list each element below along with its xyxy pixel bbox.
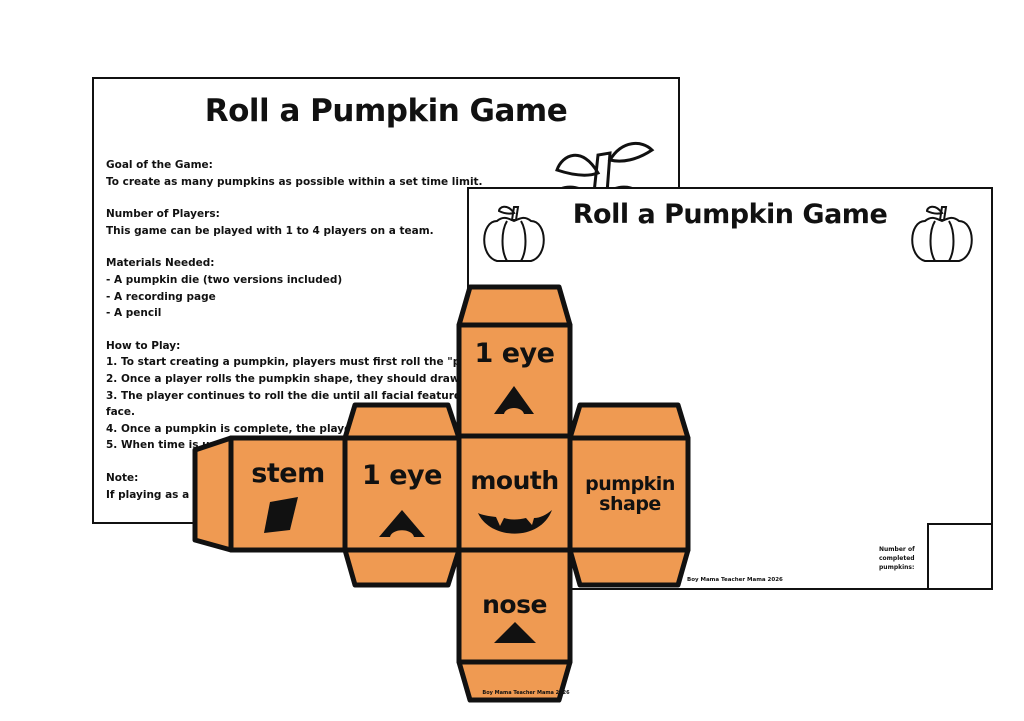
completed-count-label: Number of completed pumpkins: [879, 546, 915, 571]
die-face-left [342, 435, 462, 553]
die-label-top: 1 eye [474, 338, 555, 369]
die-tab [456, 659, 573, 703]
die-face-left-far [228, 435, 348, 553]
materials-heading: Materials Needed: [106, 257, 215, 270]
how-to-play-heading: How to Play: [106, 339, 181, 352]
die-label-bottom: nose [482, 590, 547, 619]
note-text: If playing as a t [106, 488, 198, 501]
goal-text: To create as many pumpkins as possible w… [106, 175, 483, 188]
how-to-play-step: 1. To start creating a pumpkin, players … [106, 356, 487, 369]
die-tab [567, 402, 691, 441]
note-heading: Note: [106, 471, 139, 484]
instructions-body: Goal of the Game: To create as many pump… [106, 157, 666, 503]
pumpkin-icon [483, 205, 545, 262]
how-to-play-step: 4. Once a pumpkin is complete, the playe… [106, 422, 367, 435]
how-to-play-step: face. [106, 406, 135, 419]
die-tab [456, 284, 573, 328]
eye-icon [494, 386, 534, 414]
recording-credit: Boy Mama Teacher Mama 2026 [687, 577, 783, 583]
instruction-sheet-title: Roll a Pumpkin Game [204, 93, 568, 129]
materials-item: - A pencil [106, 307, 162, 320]
die-label-right: pumpkin shape [585, 473, 675, 515]
goal-heading: Goal of the Game: [106, 159, 213, 171]
nose-icon [494, 622, 536, 643]
die-tab [342, 402, 462, 441]
recording-sheet-title: Roll a Pumpkin Game [572, 199, 888, 230]
pumpkin-icon [911, 205, 973, 262]
die-label-center: mouth [470, 466, 559, 495]
how-to-play-step: 3. The player continues to roll the die … [106, 389, 479, 402]
materials-item: - A recording page [106, 290, 216, 303]
die-label-left-far: stem [251, 458, 325, 489]
die-face-top [456, 322, 573, 439]
stem-icon [264, 497, 298, 533]
die-face-right [567, 435, 691, 553]
materials-item: - A pumpkin die (two versions included) [106, 273, 343, 286]
completed-count-box[interactable] [927, 523, 993, 590]
die-label-left: 1 eye [362, 460, 442, 491]
die-credit: Boy Mama Teacher Mama 2026 [482, 690, 570, 696]
eye-icon [379, 510, 425, 537]
mouth-icon [478, 510, 552, 534]
die-tab [342, 547, 462, 588]
die-tab [567, 547, 691, 588]
die-tab [192, 435, 234, 553]
players-heading: Number of Players: [106, 208, 220, 221]
players-text: This game can be played with 1 to 4 play… [106, 224, 434, 237]
how-to-play-step: 2. Once a player rolls the pumpkin shape… [106, 372, 489, 385]
